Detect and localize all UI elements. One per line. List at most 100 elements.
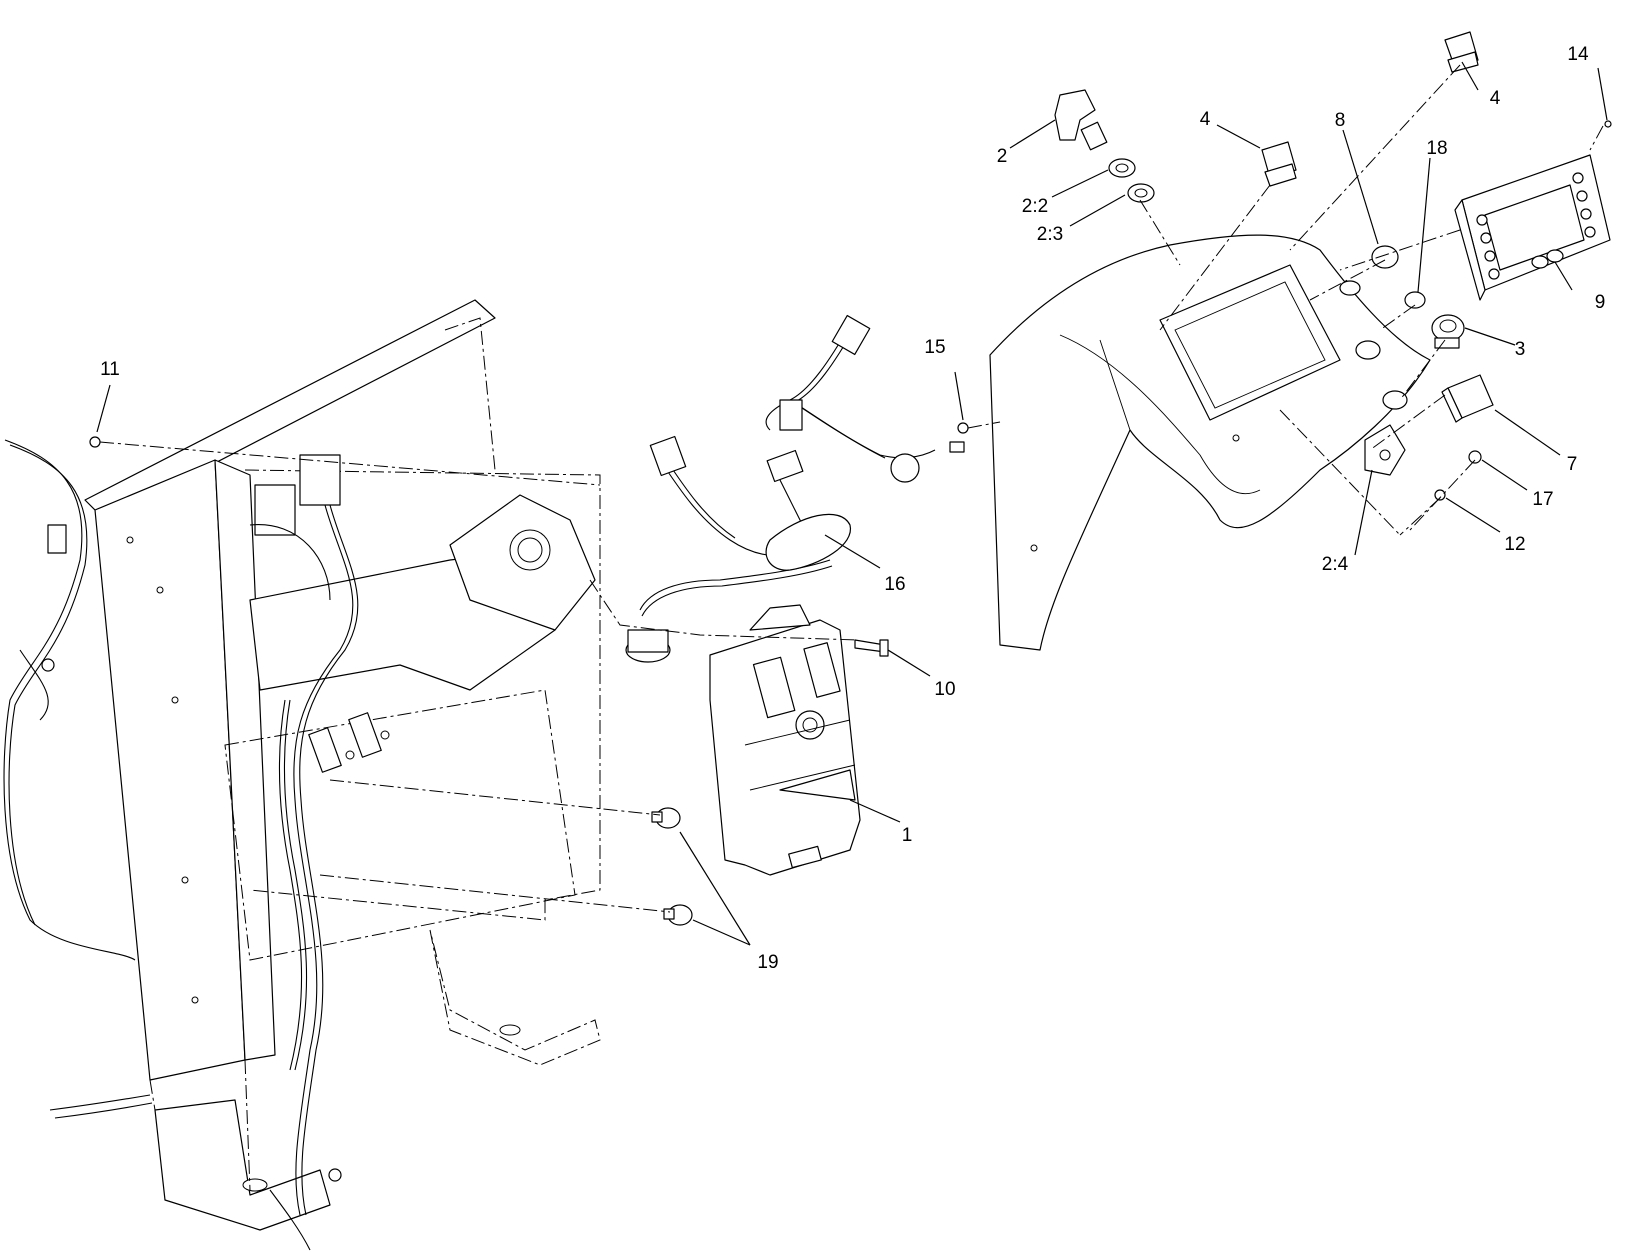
terminal-block <box>308 727 342 773</box>
power-outlet-3 <box>1431 314 1465 349</box>
column-hole <box>191 996 199 1004</box>
terminal-screw <box>380 730 390 740</box>
harness-connector <box>766 449 804 483</box>
fastener-11 <box>89 436 101 448</box>
controller-top-tab <box>749 604 811 631</box>
console-housing <box>989 234 1431 651</box>
wire-harness-16 <box>625 314 965 663</box>
cable-tie-lock <box>651 811 663 823</box>
display-button <box>1546 249 1564 263</box>
screw-14 <box>1604 120 1612 128</box>
column-hole <box>181 876 189 884</box>
column-hole <box>156 586 164 594</box>
frame-leg-dash <box>149 1059 251 1191</box>
frame-wiring-harness <box>3 439 359 1251</box>
console-opening <box>1159 264 1341 421</box>
rocker-switch-4b <box>1261 141 1297 187</box>
display-button <box>1488 268 1500 280</box>
callout-9: 9 <box>1595 292 1606 313</box>
column-hole <box>171 696 179 704</box>
harness-grommet <box>890 453 920 483</box>
callout-17: 17 <box>1532 489 1553 510</box>
frame-back-post <box>444 317 496 471</box>
cap-17 <box>1468 450 1482 464</box>
harness-connector <box>831 314 871 356</box>
display-button <box>1572 172 1584 184</box>
callout-14: 14 <box>1567 44 1589 65</box>
console-opening-inner <box>1174 281 1326 409</box>
terminal-screw <box>345 750 355 760</box>
switch-body-2-4 <box>1364 424 1406 476</box>
callout-labels: 2 2:2 2:3 2:4 3 4 4 7 8 9 10 11 12 14 15… <box>100 44 1605 973</box>
callout-2: 2 <box>997 146 1008 167</box>
key-switch-2 <box>1054 89 1155 203</box>
leader-lines <box>96 61 1608 946</box>
console-screw-hole <box>1232 434 1240 442</box>
console-hole <box>1355 340 1381 360</box>
frame-lower-panel <box>224 689 576 961</box>
frame-foot-right <box>429 929 601 1066</box>
controller-connector-port <box>752 656 796 719</box>
frame-mount-plate <box>244 469 601 921</box>
cap-12 <box>1434 489 1446 501</box>
harness-connector <box>779 399 803 431</box>
harness-pin <box>949 441 965 453</box>
callout-4-right: 4 <box>1490 88 1501 109</box>
connector-block-7 <box>1441 374 1494 423</box>
console-hole <box>1382 390 1408 410</box>
foot-hole-right <box>499 1024 521 1036</box>
display-button <box>1576 190 1588 202</box>
switch-washer-hole <box>1134 188 1148 198</box>
harness-round-connector-body <box>627 629 669 653</box>
callout-4-center: 4 <box>1200 109 1211 130</box>
frame-column-side <box>214 459 276 1061</box>
foot-hole-left <box>242 1178 268 1192</box>
callout-12: 12 <box>1504 534 1525 555</box>
controller-module-1 <box>709 604 861 876</box>
assembly-lines <box>99 64 1604 913</box>
callout-18: 18 <box>1426 138 1447 159</box>
controller-connector-port <box>803 642 841 698</box>
relay-connector <box>299 454 341 506</box>
callout-10: 10 <box>934 679 955 700</box>
harness-connector <box>47 524 67 554</box>
frame-assembly <box>84 299 601 1231</box>
gusset-hole-inner <box>517 537 543 563</box>
controller-bottom-tab <box>788 845 822 869</box>
cable-tie-lock <box>663 908 675 920</box>
display-button <box>1484 250 1496 262</box>
rocker-switch-4a <box>1444 31 1479 73</box>
callout-2-3: 2:3 <box>1037 224 1063 245</box>
callout-15: 15 <box>924 337 945 358</box>
callout-8: 8 <box>1335 110 1346 131</box>
console-screw-hole <box>1030 544 1038 552</box>
frame-foot-left <box>154 1099 331 1231</box>
display-screen <box>1484 184 1585 271</box>
callout-2-4: 2:4 <box>1322 554 1349 575</box>
display-button <box>1531 255 1549 269</box>
controller-body <box>709 619 861 876</box>
display-button <box>1580 208 1592 220</box>
plug-8 <box>1371 245 1399 269</box>
display-button <box>1480 232 1492 244</box>
fastener-15 <box>957 422 969 434</box>
column-hole <box>126 536 134 544</box>
console-hole <box>1339 280 1361 296</box>
plug-18 <box>1404 291 1426 309</box>
relay-connector <box>254 484 296 536</box>
callout-16: 16 <box>884 574 905 595</box>
ring-terminal <box>328 1168 342 1182</box>
ring-terminal <box>41 658 55 672</box>
callout-1: 1 <box>902 825 913 846</box>
bolt-10 <box>854 639 889 657</box>
cable-ties-19 <box>651 807 693 926</box>
callout-2-2: 2:2 <box>1022 196 1048 217</box>
callout-19: 19 <box>757 952 778 973</box>
callout-3: 3 <box>1515 339 1526 360</box>
callout-7: 7 <box>1567 454 1578 475</box>
display-button <box>1584 226 1596 238</box>
terminal-block <box>348 712 382 758</box>
display-button <box>1476 214 1488 226</box>
